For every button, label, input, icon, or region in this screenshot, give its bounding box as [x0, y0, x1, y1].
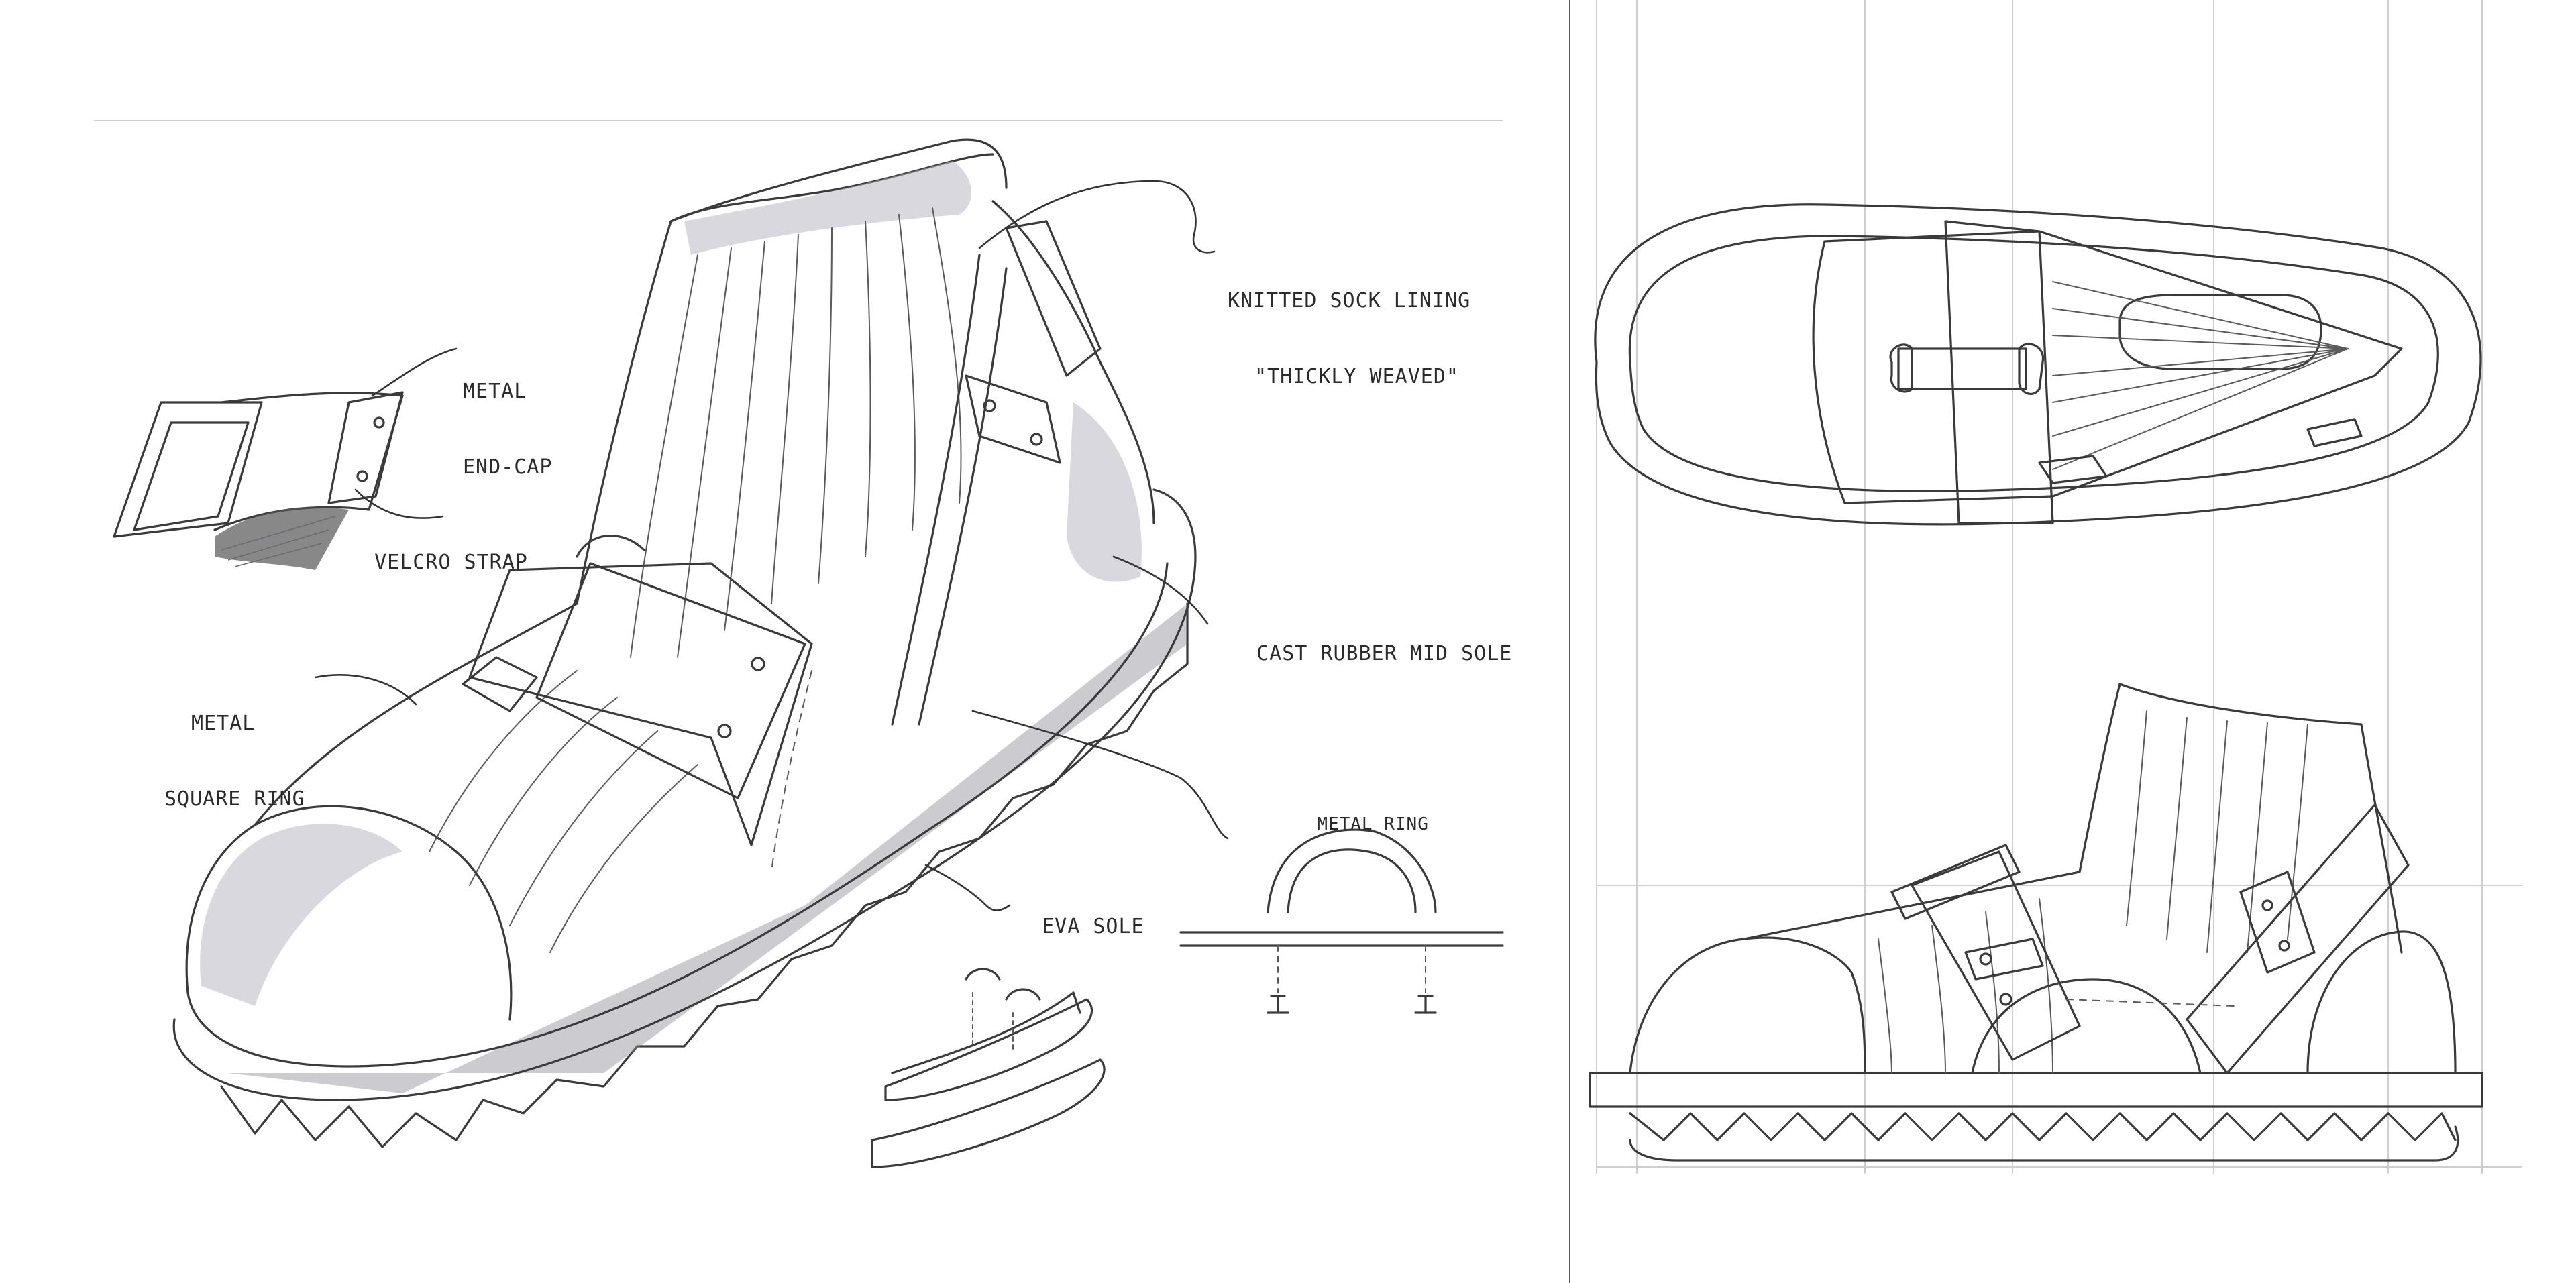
main-shoe-three-quarter-view	[172, 138, 1197, 1148]
label-metal-end-cap-line1: METAL	[463, 380, 527, 403]
top-view-shoe	[1594, 0, 2522, 1174]
label-knitted-sock-lining: KNITTED SOCK LINING "THICKLY WEAVED"	[1228, 238, 1470, 414]
label-eva-sole: EVA SOLE	[1016, 889, 1144, 939]
label-velcro-strap-text: VELCRO STRAP	[374, 550, 528, 574]
label-cast-rubber-text: CAST RUBBER MID SOLE	[1256, 641, 1513, 665]
label-knitted-line2: "THICKLY WEAVED"	[1254, 364, 1459, 388]
leader-lines	[314, 180, 1229, 911]
exploded-sole-sketch	[871, 968, 1106, 1168]
label-metal-ring-text: METAL RING	[1317, 814, 1429, 834]
page-divider	[94, 0, 1570, 1283]
label-eva-sole-text: EVA SOLE	[1042, 914, 1144, 938]
label-velcro-strap: VELCRO STRAP	[349, 524, 528, 575]
label-metal-square-ring-line1: METAL	[191, 712, 256, 735]
label-metal-end-cap-line2: END-CAP	[463, 455, 553, 479]
label-metal-end-cap: METAL END-CAP	[463, 329, 552, 505]
label-metal-square-ring: METAL SQUARE RING	[164, 661, 305, 837]
label-cast-rubber-mid-sole: CAST RUBBER MID SOLE	[1231, 616, 1512, 666]
label-metal-square-ring-line2: SQUARE RING	[164, 787, 305, 811]
label-knitted-line1: KNITTED SOCK LINING	[1228, 289, 1471, 313]
end-cap-detail-sketch	[113, 391, 404, 570]
label-metal-ring: METAL RING	[1295, 791, 1429, 835]
side-view-shoe	[1589, 683, 2483, 1162]
metal-ring-detail-sketch	[1179, 828, 1504, 1014]
